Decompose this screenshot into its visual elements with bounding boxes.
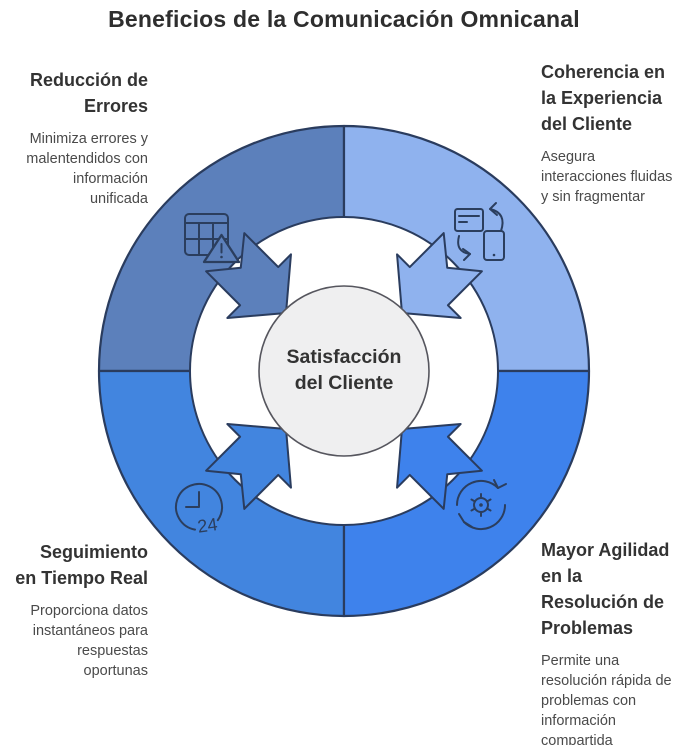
- body-line: interacciones fluidas: [541, 169, 673, 185]
- title-line: Mayor Agilidad: [541, 540, 670, 560]
- body-line: información: [541, 713, 616, 729]
- devices-sync-icon: [454, 202, 505, 261]
- title-line: Seguimiento: [39, 542, 148, 562]
- body-line: y sin fragmentar: [541, 189, 645, 205]
- center-circle: [258, 285, 430, 457]
- benefit-title: Mayor Agilidad en la Resolución de Probl…: [541, 537, 688, 641]
- title-line: Coherencia en: [541, 62, 666, 82]
- center-label-line: del Cliente: [294, 372, 394, 394]
- arrow-bottom-right: [396, 423, 483, 510]
- benefit-title: Coherencia en la Experiencia del Cliente: [541, 59, 688, 137]
- arrow-top-left: [205, 232, 292, 319]
- benefit-description: Asegura interacciones fluidas y sin frag…: [541, 147, 688, 207]
- page-title: Beneficios de la Comunicación Omnicanal: [108, 6, 580, 32]
- body-line: Permite una: [541, 653, 620, 669]
- title-line: Resolución de: [541, 592, 665, 612]
- arrow-bottom-left: [205, 423, 292, 510]
- body-line: Asegura: [541, 149, 596, 165]
- body-line: instantáneos para: [32, 623, 148, 639]
- title-line: Problemas: [541, 618, 634, 638]
- table-error-warning-icon: [184, 213, 241, 264]
- benefit-description: Minimiza errores y malentendidos con inf…: [0, 129, 148, 209]
- body-line: respuestas: [77, 643, 148, 659]
- body-line: Minimiza errores y: [29, 131, 148, 147]
- benefit-title: Seguimiento en Tiempo Real: [0, 539, 148, 591]
- center-label-line: Satisfacción: [286, 346, 402, 368]
- title-line: la Experiencia: [541, 88, 663, 108]
- title-line: en la: [541, 566, 583, 586]
- body-line: resolución rápida de: [541, 673, 672, 689]
- gear-refresh-icon: [455, 479, 507, 531]
- benefit-reduccion-errores: Reducción de Errores Minimiza errores y …: [0, 67, 148, 209]
- center-label: Satisfacción del Cliente: [244, 344, 444, 396]
- benefit-description: Proporciona datos instantáneos para resp…: [0, 601, 148, 681]
- body-line: oportunas: [83, 663, 149, 679]
- arrow-top-right: [396, 232, 483, 319]
- benefit-title: Reducción de Errores: [0, 67, 148, 119]
- body-line: información: [73, 171, 148, 187]
- body-line: problemas con: [541, 693, 637, 709]
- body-line: Proporciona datos: [30, 603, 148, 619]
- title-line: del Cliente: [541, 114, 633, 134]
- benefit-agilidad-resolucion: Mayor Agilidad en la Resolución de Probl…: [541, 537, 688, 745]
- benefit-description: Permite una resolución rápida de problem…: [541, 651, 688, 745]
- benefit-seguimiento-tiempo-real: Seguimiento en Tiempo Real Proporciona d…: [0, 539, 148, 681]
- body-line: unificada: [89, 191, 148, 207]
- title-line: Errores: [83, 96, 148, 116]
- clock-24-label: 24: [196, 514, 219, 537]
- benefit-coherencia-experiencia: Coherencia en la Experiencia del Cliente…: [541, 59, 688, 207]
- title-line: en Tiempo Real: [15, 568, 148, 588]
- body-line: compartida: [541, 733, 613, 745]
- body-line: malentendidos con: [26, 151, 148, 167]
- title-line: Reducción de: [29, 70, 148, 90]
- clock-24h-icon: 24: [175, 482, 223, 537]
